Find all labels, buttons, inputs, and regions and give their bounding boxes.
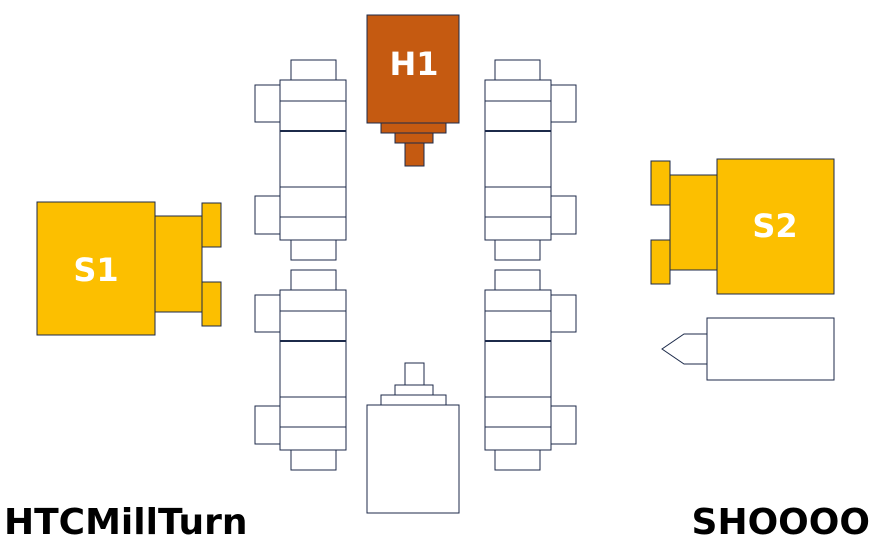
- tailstock: [661, 317, 835, 381]
- s1-label: S1: [73, 251, 118, 289]
- machine-name-right: SHOOOO: [692, 502, 870, 543]
- turret-top-left: [254, 59, 347, 261]
- turret-top-right: [484, 59, 577, 261]
- lower-tool-holder: [366, 362, 460, 514]
- h1-label: H1: [389, 45, 438, 83]
- spindle-s1: S1: [36, 201, 222, 336]
- spindle-s2: S2: [650, 158, 835, 295]
- s2-label: S2: [752, 207, 797, 245]
- turret-bottom-left: [254, 269, 347, 471]
- milling-head-h1: H1: [366, 14, 460, 167]
- machine-name-left: HTCMillTurn: [4, 502, 248, 543]
- turret-bottom-right: [484, 269, 577, 471]
